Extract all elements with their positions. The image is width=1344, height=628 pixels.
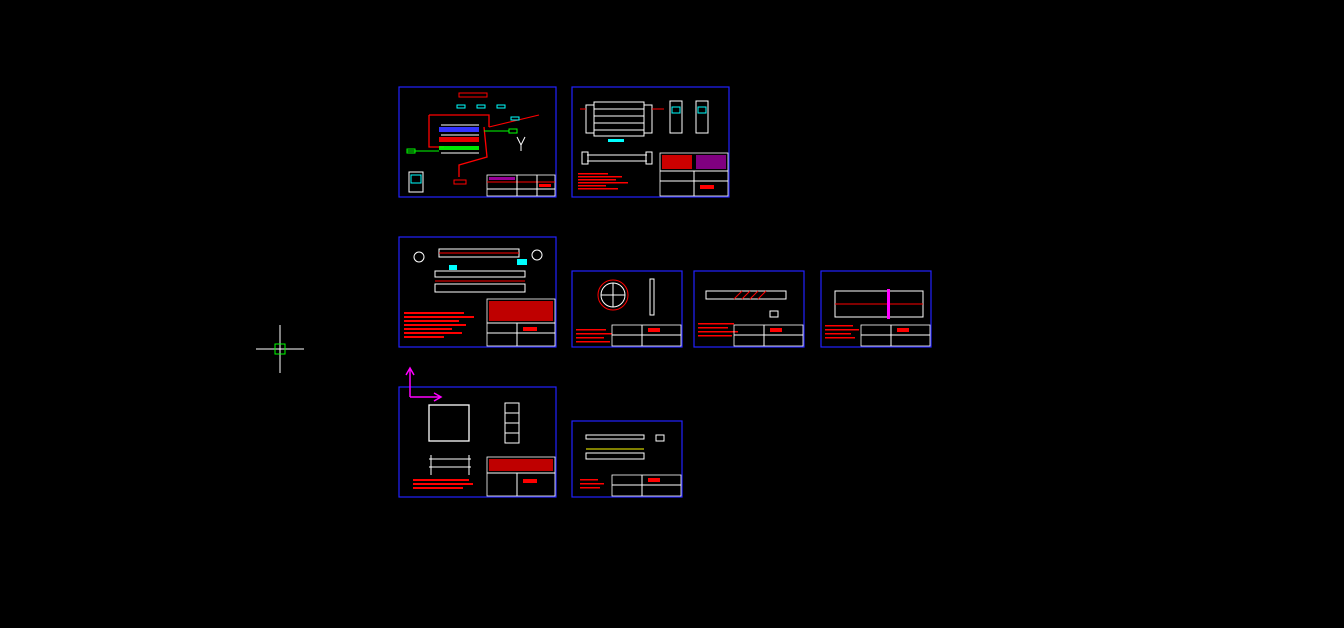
ucs-icon <box>405 366 443 402</box>
drawing-sheet-support-frame[interactable] <box>398 386 557 498</box>
drawing-sheet-baffle-detail[interactable] <box>571 420 683 498</box>
drawing-sheet-heat-exchanger-assembly[interactable] <box>571 86 730 198</box>
drawing-sheet-shaft-detail[interactable] <box>693 270 805 348</box>
drawing-sheet-shell-detail[interactable] <box>820 270 932 348</box>
crosshair-cursor-icon <box>256 325 304 373</box>
drawing-sheet-tube-sheet[interactable] <box>571 270 683 348</box>
drawing-sheet-tube-bundle[interactable] <box>398 236 557 348</box>
drawing-sheet-process-flow[interactable] <box>398 86 557 198</box>
